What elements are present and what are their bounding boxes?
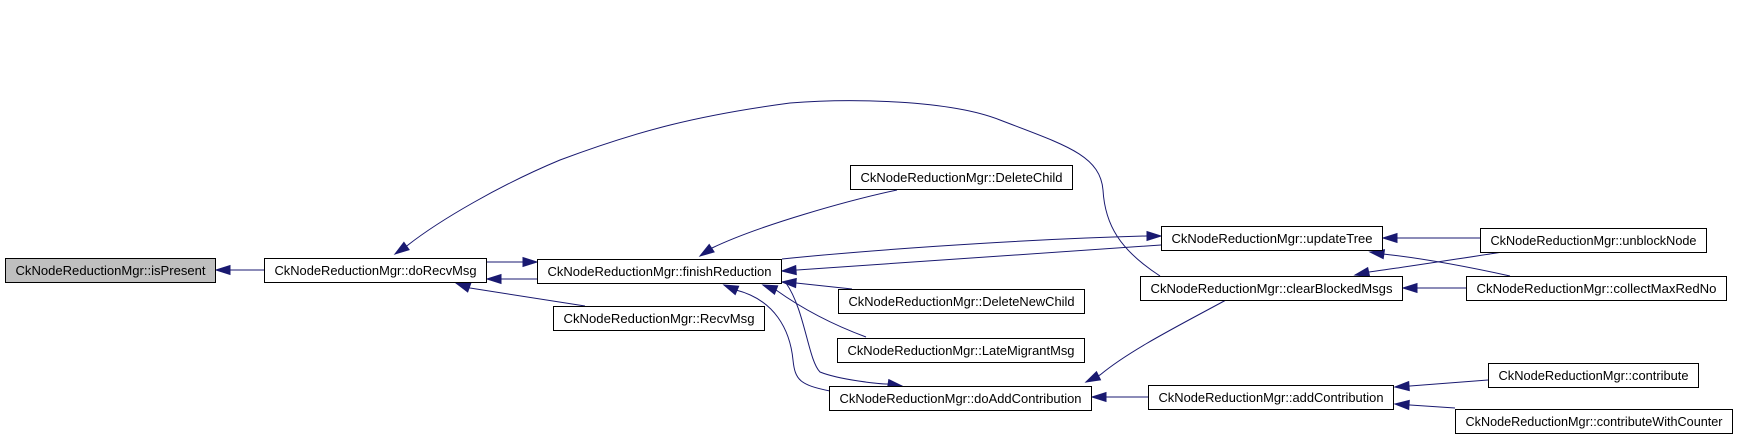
edge-line — [781, 235, 1161, 260]
edge-clearBlockedMsgs-to-doRecvMsg — [393, 100, 1161, 277]
node-label: CkNodeReductionMgr::isPresent — [16, 263, 206, 278]
edge-DeleteChild-to-finishReduction — [698, 189, 898, 257]
node-addContribution[interactable]: CkNodeReductionMgr::addContribution — [1148, 385, 1394, 410]
edge-collectMaxRedNo-to-clearBlockedMsgs — [1401, 282, 1466, 294]
edge-line — [455, 282, 586, 307]
arrowhead-icon — [761, 284, 779, 296]
node-box[interactable] — [838, 289, 1085, 314]
node-RecvMsg[interactable]: CkNodeReductionMgr::RecvMsg — [553, 306, 765, 331]
node-DeleteNewChild[interactable]: CkNodeReductionMgr::DeleteNewChild — [838, 289, 1085, 314]
node-box[interactable] — [1488, 363, 1699, 388]
arrowhead-icon — [522, 256, 539, 268]
node-box[interactable] — [1161, 226, 1383, 251]
edge-unblockNode-to-updateTree — [1381, 232, 1480, 244]
edge-line — [1085, 299, 1227, 383]
node-box[interactable] — [1466, 276, 1727, 301]
node-label: CkNodeReductionMgr::contributeWithCounte… — [1466, 414, 1724, 429]
arrowhead-icon — [393, 241, 410, 255]
arrowhead-icon — [698, 243, 715, 257]
edge-doRecvMsg-to-finishReduction — [486, 256, 539, 268]
node-label: CkNodeReductionMgr::finishReduction — [548, 264, 772, 279]
node-box[interactable] — [1480, 228, 1707, 253]
arrowhead-icon — [214, 264, 231, 276]
edge-finishReduction-to-updateTree — [781, 230, 1163, 260]
node-label: CkNodeReductionMgr::LateMigrantMsg — [848, 343, 1075, 358]
node-box[interactable] — [5, 258, 216, 283]
node-box[interactable] — [537, 259, 782, 284]
node-isPresent[interactable]: CkNodeReductionMgr::isPresent — [5, 258, 216, 283]
node-box[interactable] — [829, 386, 1092, 411]
node-doAddContribution[interactable]: CkNodeReductionMgr::doAddContribution — [829, 386, 1092, 411]
node-clearBlockedMsgs[interactable]: CkNodeReductionMgr::clearBlockedMsgs — [1140, 276, 1403, 301]
arrowhead-icon — [1393, 380, 1410, 392]
node-doRecvMsg[interactable]: CkNodeReductionMgr::doRecvMsg — [264, 258, 487, 283]
edge-line — [1354, 251, 1504, 276]
arrowhead-icon — [1084, 370, 1102, 383]
node-label: CkNodeReductionMgr::updateTree — [1172, 231, 1373, 246]
node-label: CkNodeReductionMgr::addContribution — [1159, 390, 1384, 405]
node-box[interactable] — [850, 165, 1073, 190]
node-DeleteChild[interactable]: CkNodeReductionMgr::DeleteChild — [850, 165, 1073, 190]
edge-doRecvMsg-to-isPresent — [214, 264, 264, 276]
arrowhead-icon — [1368, 249, 1386, 260]
arrowhead-icon — [1146, 230, 1163, 242]
edge-contributeWithCounter-to-addContribution — [1393, 399, 1456, 411]
arrowhead-icon — [1090, 391, 1107, 403]
node-contribute[interactable]: CkNodeReductionMgr::contribute — [1488, 363, 1699, 388]
edge-line — [781, 244, 1162, 272]
edge-line — [699, 189, 898, 257]
node-box[interactable] — [553, 306, 765, 331]
node-label: CkNodeReductionMgr::doAddContribution — [840, 391, 1082, 406]
arrowhead-icon — [1393, 399, 1410, 411]
edge-line — [785, 282, 903, 387]
node-label: CkNodeReductionMgr::unblockNode — [1491, 233, 1697, 248]
node-box[interactable] — [264, 258, 487, 283]
node-box[interactable] — [837, 338, 1085, 363]
node-unblockNode[interactable]: CkNodeReductionMgr::unblockNode — [1480, 228, 1707, 253]
node-label: CkNodeReductionMgr::DeleteChild — [861, 170, 1063, 185]
edge-clearBlockedMsgs-to-doAddContribution — [1084, 299, 1227, 383]
edge-unblockNode-to-clearBlockedMsgs — [1353, 251, 1504, 278]
arrowhead-icon — [485, 273, 502, 285]
edge-doAddContribution-to-finishReduction — [722, 284, 831, 392]
node-label: CkNodeReductionMgr::contribute — [1499, 368, 1689, 383]
node-label: CkNodeReductionMgr::DeleteNewChild — [849, 294, 1075, 309]
edge-line — [1369, 251, 1511, 277]
node-LateMigrantMsg[interactable]: CkNodeReductionMgr::LateMigrantMsg — [837, 338, 1085, 363]
node-box[interactable] — [1455, 409, 1733, 434]
arrowhead-icon — [454, 282, 472, 293]
arrowhead-icon — [722, 284, 740, 296]
edge-DeleteNewChild-to-finishReduction — [780, 277, 853, 290]
edge-contribute-to-addContribution — [1393, 379, 1489, 392]
edge-finishReduction-to-doRecvMsg — [485, 273, 537, 285]
edge-addContribution-to-doAddContribution — [1090, 391, 1148, 403]
arrowhead-icon — [1381, 232, 1398, 244]
arrowhead-icon — [780, 277, 797, 289]
node-label: CkNodeReductionMgr::clearBlockedMsgs — [1151, 281, 1393, 296]
node-collectMaxRedNo[interactable]: CkNodeReductionMgr::collectMaxRedNo — [1466, 276, 1727, 301]
edge-line — [762, 284, 867, 338]
node-label: CkNodeReductionMgr::collectMaxRedNo — [1477, 281, 1717, 296]
node-label: CkNodeReductionMgr::doRecvMsg — [275, 263, 477, 278]
node-updateTree[interactable]: CkNodeReductionMgr::updateTree — [1161, 226, 1383, 251]
edge-updateTree-to-finishReduction — [780, 244, 1162, 276]
arrowhead-icon — [1353, 266, 1371, 278]
node-finishReduction[interactable]: CkNodeReductionMgr::finishReduction — [537, 259, 782, 284]
edge-line — [394, 100, 1161, 277]
node-box[interactable] — [1148, 385, 1394, 410]
node-contributeWithCounter[interactable]: CkNodeReductionMgr::contributeWithCounte… — [1455, 409, 1733, 434]
node-box[interactable] — [1140, 276, 1403, 301]
edge-LateMigrantMsg-to-finishReduction — [761, 284, 867, 338]
edge-line — [723, 284, 831, 392]
arrowhead-icon — [780, 264, 797, 276]
node-label: CkNodeReductionMgr::RecvMsg — [564, 311, 755, 326]
edge-RecvMsg-to-doRecvMsg — [454, 282, 586, 307]
arrowhead-icon — [1401, 282, 1418, 294]
